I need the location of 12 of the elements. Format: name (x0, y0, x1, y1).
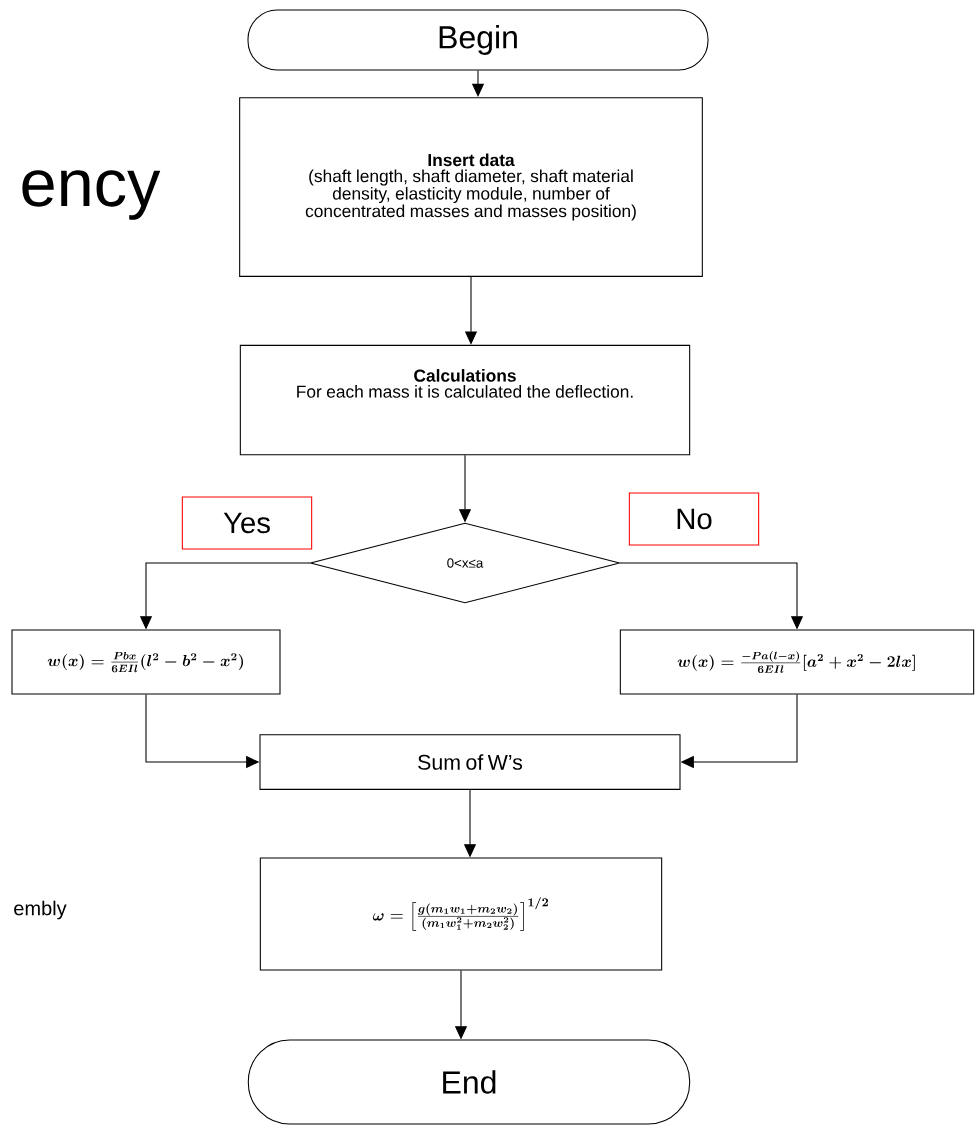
formula-box: $w(x)=\frac{-Pa(l-x)}{6EIl}[a^2+x^2-2lx]$ (619, 629, 975, 695)
edge-label: No (628, 492, 760, 546)
terminal-stadium: Begin (247, 9, 709, 71)
process-box: Calculations For each mass it is calculated the deflection. (239, 344, 691, 456)
process-box: Sum of W’s (259, 734, 681, 790)
formula-box: $w(x)=\frac{Pbx}{6EIl}(l^2-b^2-x^2)$ (11, 629, 281, 695)
terminal-stadium: End (247, 1039, 691, 1125)
formula-box: $\omega=\left[\frac{g(m_1w_1+m_2w_2)}{(m_1w_1^2+m_2w_2^2)}\right]^{1/2}$ (259, 857, 663, 971)
cut-off-text: embly (14, 900, 67, 920)
cut-off-text: ency (22, 170, 161, 220)
process-box: Insert data (shaft length, shaft diameter, shaft material density, elasticity module, number of concentrated masses and masses position) (239, 97, 703, 277)
edge-label: Yes (181, 496, 313, 550)
